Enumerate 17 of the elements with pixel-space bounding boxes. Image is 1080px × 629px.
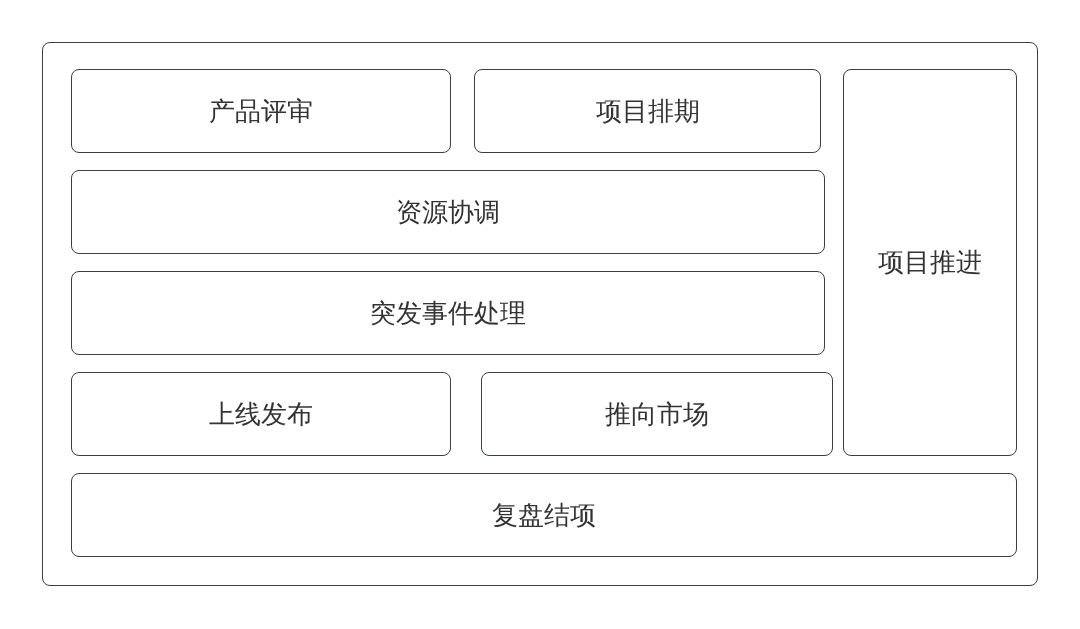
box-label: 项目排期 [595,95,700,127]
box-label: 产品评审 [209,95,314,127]
box-label: 项目推进 [878,247,983,279]
process-box [71,372,452,457]
frame-box [42,42,1038,586]
box-label: 突发事件处理 [370,297,527,329]
process-box [474,69,822,154]
box-label: 资源协调 [396,196,501,228]
box-label: 推向市场 [605,398,710,430]
box-label: 上线发布 [209,398,314,430]
process-box [71,69,452,154]
process-box [481,372,834,457]
process-box [71,271,826,356]
process-box [71,473,1018,558]
process-box [71,170,826,255]
box-label: 复盘结项 [492,499,597,531]
process-box [843,69,1018,457]
